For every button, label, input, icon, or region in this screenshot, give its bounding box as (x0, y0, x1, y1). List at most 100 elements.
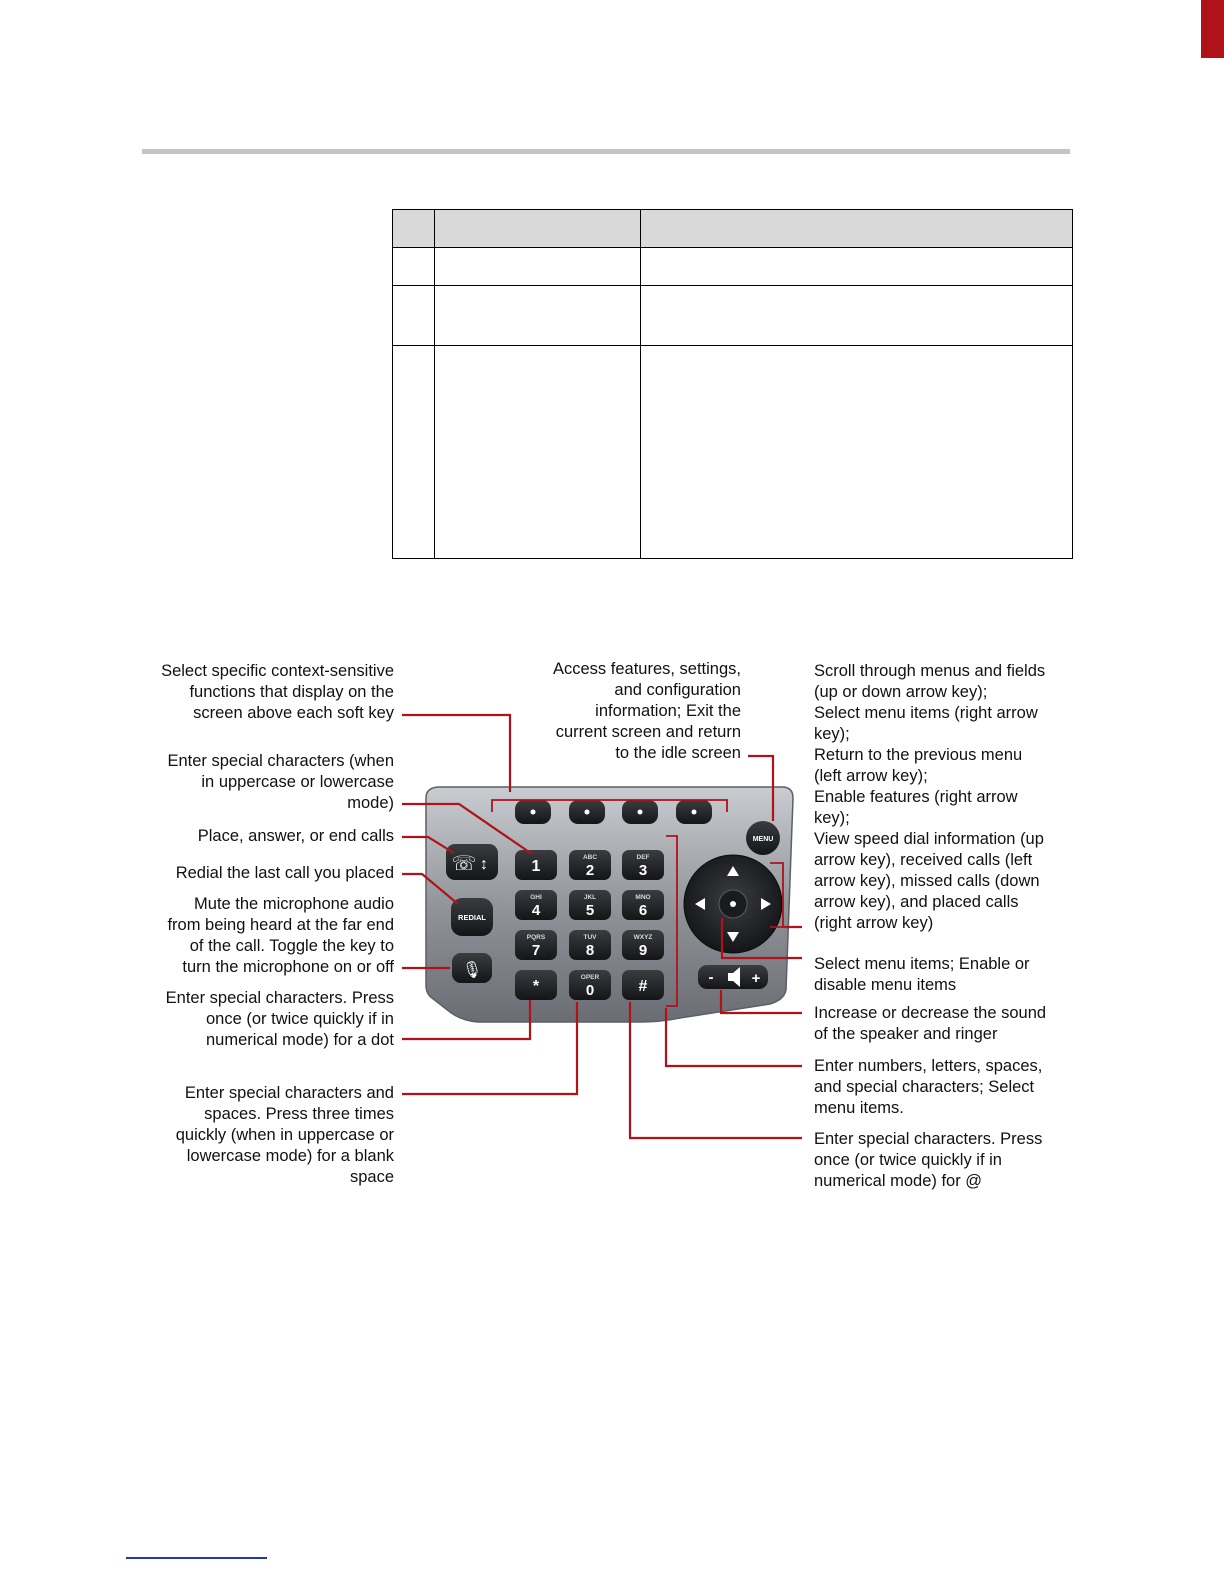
callout-line: once (or twice quickly if in (814, 1151, 1002, 1169)
callout-line: Increase or decrease the sound (814, 1004, 1047, 1022)
callout-line: (left arrow key); (814, 767, 928, 785)
leader-hook (402, 835, 455, 854)
callout-line: of the speaker and ringer (814, 1025, 998, 1043)
callout-dialpad: Enter numbers, letters, spaces,and speci… (814, 1056, 1042, 1119)
callout-hook: Place, answer, or end calls (198, 826, 394, 847)
callout-line: Scroll through menus and fields (814, 662, 1046, 680)
callout-zero: Enter special characters and spaces. Pres… (176, 1083, 394, 1188)
callout-line: Access features, settings, (552, 660, 741, 678)
leader-lines (402, 713, 802, 1140)
dial-key-digit: 6 (639, 902, 647, 919)
volume-minus: - (709, 969, 714, 986)
footnote-link-rule (126, 1557, 267, 1559)
callout-line: screen above each soft key (193, 704, 394, 722)
dial-key-letters: MNO (635, 894, 650, 901)
callout-line: and special characters; Select (814, 1078, 1035, 1096)
redial-key[interactable]: REDIAL (451, 898, 493, 936)
callout-line: Select menu items; Enable or (814, 955, 1030, 973)
leader-volume (719, 990, 802, 1015)
dial-key-digit: * (533, 978, 540, 995)
dial-key-1[interactable]: 1 (515, 850, 557, 880)
callout-line: to the idle screen (615, 744, 741, 762)
callout-line: disable menu items (814, 976, 957, 994)
speaker-icon (728, 967, 740, 987)
table-header-row (392, 209, 1073, 248)
mute-key[interactable]: 🎙 (452, 953, 492, 983)
callout-line: lowercase mode) for a blank (186, 1147, 394, 1165)
callout-line: Enter special characters. Press (165, 989, 394, 1007)
callout-line: (right arrow key) (814, 914, 934, 932)
table-row (392, 285, 1073, 346)
dial-key-digit: 4 (532, 902, 541, 919)
dial-key-digit: 0 (586, 982, 594, 999)
callout-line: spaces. Press three times (204, 1105, 394, 1123)
callout-line: mode) (347, 794, 394, 812)
hook-key[interactable]: ☏ ↕ (446, 844, 498, 880)
dial-key-letters: JKL (584, 894, 596, 901)
callout-line: Select specific context-sensitive (161, 662, 394, 680)
left-arrow-icon[interactable] (695, 898, 705, 910)
dial-key-digit: 3 (639, 862, 647, 879)
callout-line: and configuration (614, 681, 741, 699)
leader-hash (628, 1002, 802, 1140)
up-arrow-icon[interactable] (727, 866, 739, 876)
callout-line: menu items. (814, 1099, 904, 1117)
dial-key-digit: 9 (639, 942, 647, 959)
down-arrow-icon[interactable] (727, 932, 739, 942)
leader-select (720, 918, 802, 960)
dial-key-digit: 1 (532, 858, 541, 875)
callout-line: space (349, 1168, 394, 1186)
dial-key-star[interactable]: * (515, 970, 557, 1000)
callout-line: in uppercase or lowercase (201, 773, 394, 791)
volume-plus: + (752, 970, 761, 987)
redial-label: REDIAL (458, 913, 486, 922)
callout-special-mode: Enter special characters (when in upperca… (167, 751, 394, 814)
blank-table (392, 209, 1073, 559)
callout-line: information; Exit the (595, 702, 741, 720)
callout-line: of the call. Toggle the key to (189, 937, 394, 955)
soft-keys (515, 800, 712, 824)
callout-line: functions that display on the (189, 683, 394, 701)
callout-line: key); (814, 725, 850, 743)
table-row (392, 345, 1073, 559)
callout-line: Enter special characters. Press (814, 1130, 1043, 1148)
menu-key[interactable]: MENU (746, 821, 780, 855)
callout-line: Enter special characters (when (167, 752, 394, 770)
dial-key-letters: TUV (584, 934, 598, 941)
leader-menu (748, 754, 775, 821)
callout-volume: Increase or decrease the sound of the spe… (814, 1003, 1046, 1045)
header-rule (142, 149, 1070, 154)
callout-select: Select menu items; Enable or disable menu… (814, 954, 1030, 996)
callout-hash: Enter special characters. Press once (or … (814, 1129, 1042, 1192)
dial-key-digit: 8 (586, 942, 594, 959)
callout-line: Select menu items (right arrow (814, 704, 1038, 722)
page-edge-tab (1201, 0, 1224, 58)
volume-key[interactable]: - + (698, 965, 768, 989)
callout-line: numerical mode) for @ (814, 1172, 983, 1190)
dial-key-digit: 7 (532, 942, 540, 959)
dial-key-digit: 5 (586, 902, 594, 919)
menu-label: MENU (753, 836, 774, 843)
dial-key-digit: # (639, 978, 648, 995)
callout-line: Enter special characters and (184, 1084, 394, 1102)
dial-key-hash[interactable]: # (622, 970, 664, 1000)
dial-key-letters: DEF (637, 854, 650, 861)
right-arrow-icon[interactable] (761, 898, 771, 910)
callout-line: Enable features (right arrow (814, 788, 1018, 806)
callout-line: once (or twice quickly if in (206, 1010, 394, 1028)
navigation-cluster[interactable] (683, 854, 783, 954)
dial-key-letters: PQRS (527, 934, 546, 941)
dial-key-digit: 2 (586, 862, 594, 879)
